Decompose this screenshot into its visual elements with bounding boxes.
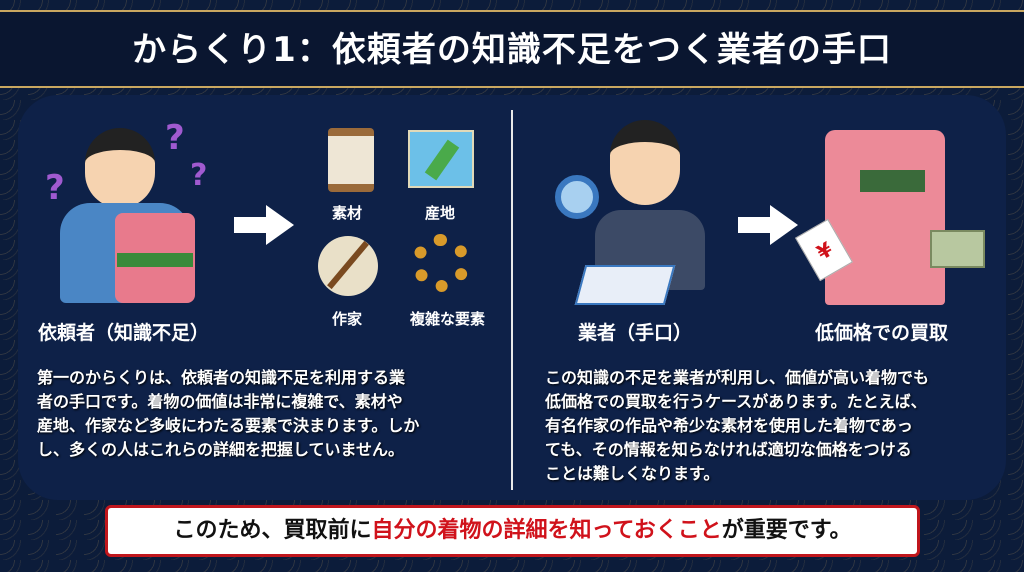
conclusion-box: このため、買取前に自分の着物の詳細を知っておくことが重要です。 <box>105 505 920 557</box>
text-line: ことは難しくなります。 <box>545 464 720 483</box>
text-line: ても、その情報を知らなければ適切な価格をつける <box>545 440 912 459</box>
gears-icon <box>412 234 470 292</box>
brush-icon <box>318 236 378 296</box>
icon-label-complex-factors: 複雑な要素 <box>410 310 486 328</box>
conclusion-highlight: 自分の着物の詳細を知っておくこと <box>371 518 722 543</box>
dealer-label: 業者（手口） <box>578 322 693 344</box>
low-price-buyout-label: 低価格での買取 <box>815 322 949 344</box>
confused-client-illustration: ? ? ? <box>45 118 225 308</box>
dealer-with-magnifier-illustration <box>555 115 715 310</box>
text-line: 有名作家の作品や希少な素材を使用した着物であっ <box>545 416 913 435</box>
icon-label-material: 素材 <box>332 204 363 222</box>
divider <box>511 110 513 490</box>
client-label: 依頼者（知識不足） <box>38 322 210 344</box>
text-line: 産地、作家など多岐にわたる要素で決まります。しか <box>37 416 420 435</box>
text-line: 低価格での買取を行うケースがあります。たとえば、 <box>545 392 927 411</box>
text-line: し、多くの人はこれらの詳細を把握していません。 <box>37 440 405 459</box>
left-paragraph: 第一のからくりは、依頼者の知識不足を利用する業 者の手口です。着物の価値は非常に… <box>37 366 419 462</box>
page-title: からくり1：依頼者の知識不足をつく業者の手口 <box>132 30 892 70</box>
title-banner <box>0 10 1024 88</box>
right-paragraph: この知識の不足を業者が利用し、価値が高い着物でも 低価格での買取を行うケースがあ… <box>545 366 929 486</box>
text-line: この知識の不足を業者が利用し、価値が高い着物でも <box>545 368 930 387</box>
text-line: 者の手口です。着物の価値は非常に複雑で、素材や <box>37 392 403 411</box>
conclusion-text-end: が重要です。 <box>721 518 852 543</box>
arrow-right-icon <box>234 205 294 245</box>
text-line: 第一のからくりは、依頼者の知識不足を利用する業 <box>37 368 406 387</box>
kimono-with-price-tag-illustration: ¥ <box>795 125 990 310</box>
icon-label-origin: 産地 <box>425 204 456 222</box>
banknotes-icon <box>930 230 985 268</box>
map-icon <box>408 130 474 188</box>
conclusion-text: このため、買取前に <box>173 518 372 543</box>
thread-spool-icon <box>328 128 374 192</box>
icon-label-artist: 作家 <box>332 310 363 328</box>
arrow-right-icon <box>738 205 798 245</box>
